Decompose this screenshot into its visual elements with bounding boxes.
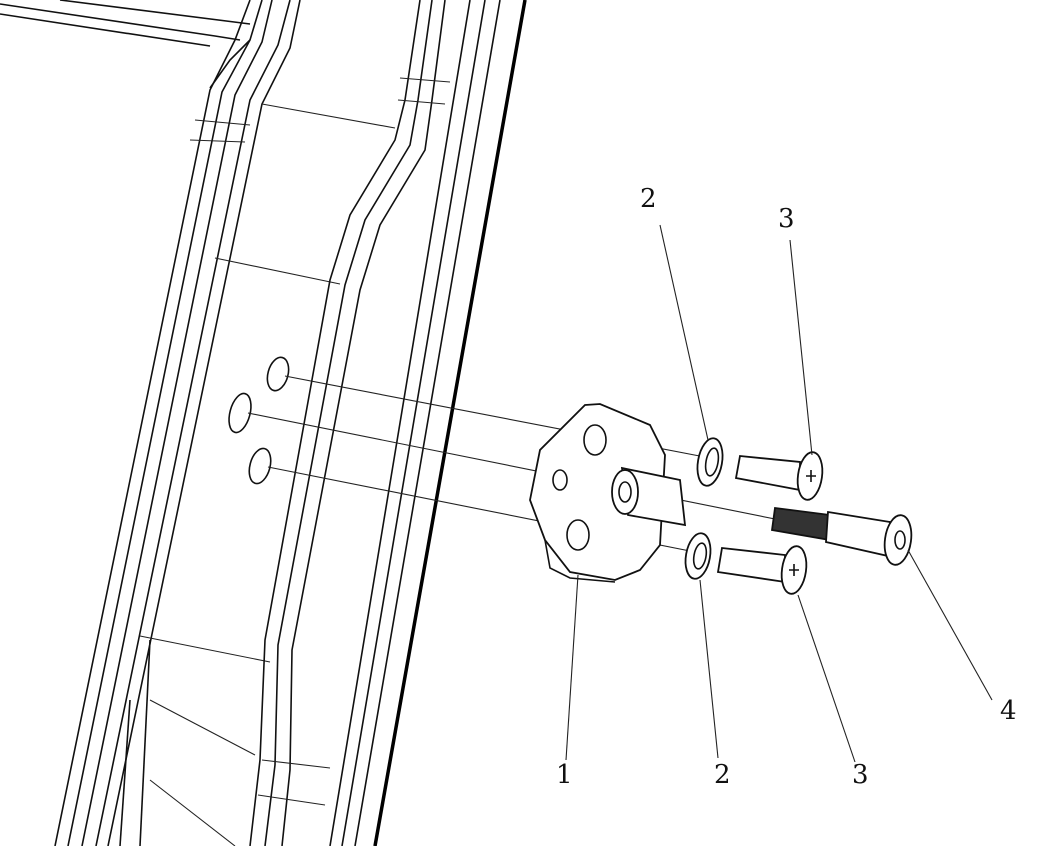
part-label-2-bottom: 2 [714, 760, 731, 790]
part-1-mounting-plate [529, 403, 687, 583]
part-label-1: 1 [556, 760, 573, 790]
part-label-3-bottom: 3 [852, 760, 869, 790]
part-3-screws [716, 451, 824, 595]
part-label-3-top: 3 [778, 204, 795, 234]
part-2-washers [684, 437, 724, 580]
part-label-4: 4 [1000, 696, 1017, 726]
part-label-2-top: 2 [640, 184, 657, 214]
frame-structure [0, 0, 527, 846]
mounting-holes [228, 356, 290, 485]
part-4-bolt [770, 506, 913, 566]
leader-lines [565, 224, 993, 763]
